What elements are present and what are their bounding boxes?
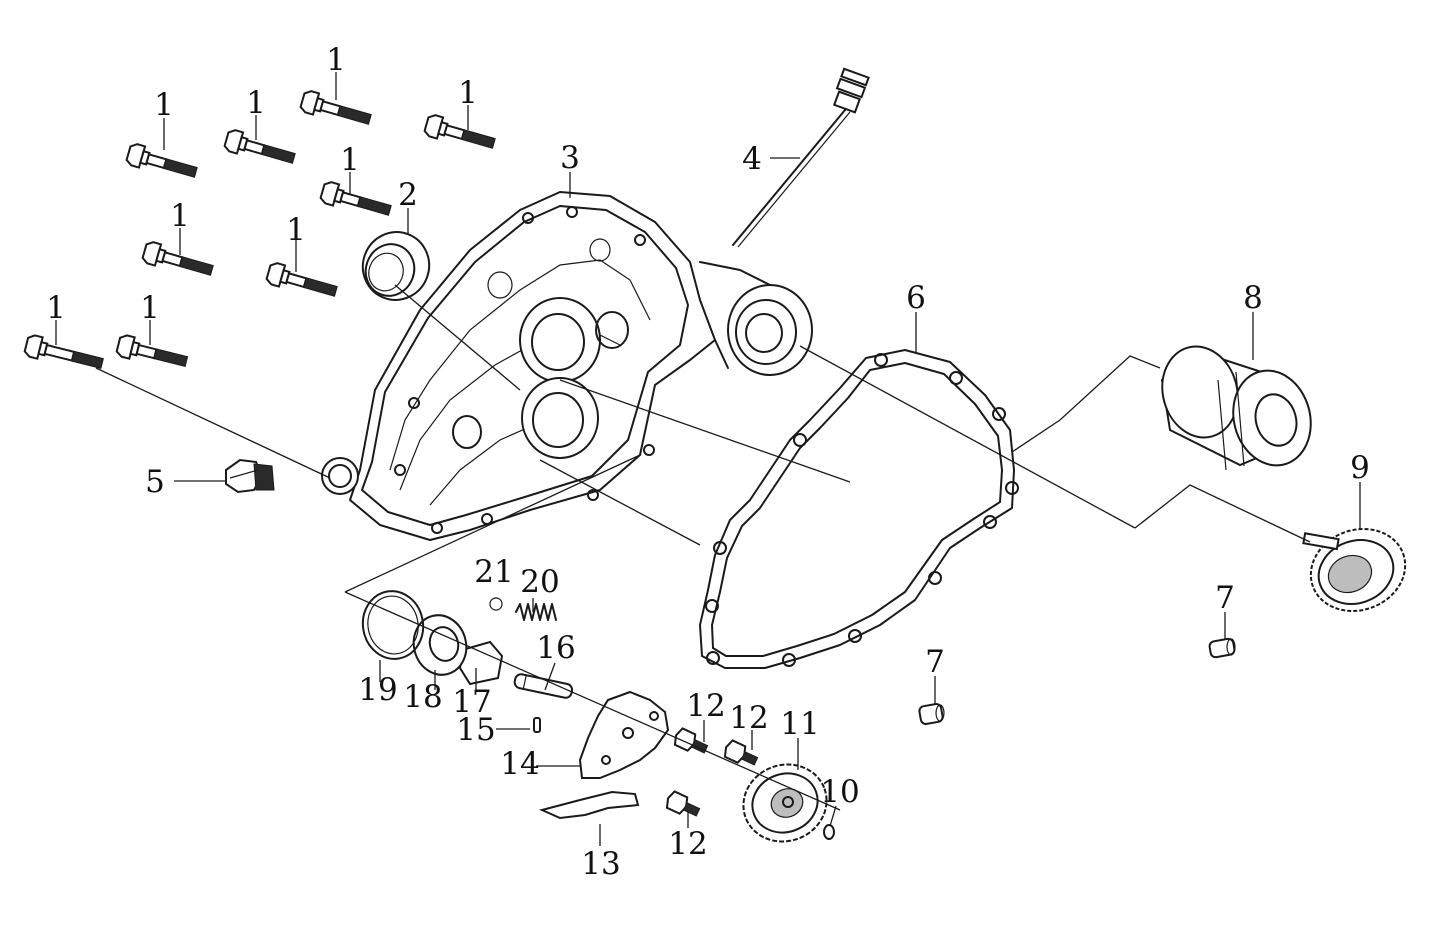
bolt <box>114 332 190 374</box>
bolt <box>222 127 298 171</box>
drain-plug <box>225 458 275 494</box>
callout-7: 7 <box>925 644 945 680</box>
plate-hole <box>601 755 611 765</box>
callout-10: 10 <box>820 774 859 810</box>
callout-2: 2 <box>398 177 418 213</box>
oil-pump-gear <box>742 763 828 843</box>
dowel-pin <box>1208 637 1236 659</box>
callout-17: 17 <box>452 684 491 720</box>
outer-rotor <box>412 614 468 676</box>
crankcase-cover <box>321 191 813 541</box>
bolt <box>140 239 216 283</box>
callout-20: 20 <box>520 564 559 600</box>
relief-spring <box>515 603 557 621</box>
callout-1: 1 <box>458 75 478 111</box>
pump-o-ring <box>361 590 425 660</box>
callout-8: 8 <box>1243 280 1263 316</box>
callout-1: 1 <box>46 290 66 326</box>
callout-21: 21 <box>474 554 513 590</box>
o-ring <box>823 824 835 840</box>
oil-filter <box>1160 345 1312 471</box>
oil-seal <box>361 231 431 301</box>
callout-1: 1 <box>340 142 360 178</box>
pin <box>533 717 541 733</box>
bolt-group <box>22 88 498 376</box>
callout-15: 15 <box>456 712 495 748</box>
cover-gasket <box>699 349 1019 669</box>
callout-12: 12 <box>668 826 707 862</box>
bolt <box>422 112 498 156</box>
callout-1: 1 <box>170 198 190 234</box>
callout-1: 1 <box>286 212 306 248</box>
callout-19: 19 <box>358 672 397 708</box>
bolt <box>264 260 340 304</box>
check-ball <box>489 597 503 611</box>
plate-hole <box>622 727 634 739</box>
dipstick <box>732 67 870 248</box>
callout-1: 1 <box>140 290 160 326</box>
callout-labels: 1 1 1 1 1 1 1 1 1 2 3 4 5 6 8 9 7 7 21 2… <box>46 42 1370 882</box>
bolt <box>318 179 394 223</box>
callout-11: 11 <box>780 706 819 742</box>
pump-shaft <box>513 673 574 699</box>
bolt <box>22 332 106 376</box>
callout-6: 6 <box>906 280 926 316</box>
callout-3: 3 <box>560 140 580 176</box>
callout-5: 5 <box>145 464 165 500</box>
callout-1: 1 <box>154 87 174 123</box>
bolt <box>124 141 200 185</box>
plate-hole <box>649 711 659 721</box>
assembly-lines <box>95 284 1311 811</box>
inner-rotor <box>458 640 504 686</box>
callout-7: 7 <box>1215 580 1235 616</box>
governor-gear <box>1302 527 1407 613</box>
flange-bolt <box>673 727 709 754</box>
callout-14: 14 <box>500 746 539 782</box>
callout-13: 13 <box>581 846 620 882</box>
callout-16: 16 <box>536 630 575 666</box>
callout-4: 4 <box>742 141 762 177</box>
oil-strainer <box>538 790 640 820</box>
flange-bolt <box>723 739 759 766</box>
flange-bolt <box>665 790 701 817</box>
callout-18: 18 <box>403 679 442 715</box>
callout-1: 1 <box>246 85 266 121</box>
callout-leaders <box>55 72 1361 846</box>
callout-1: 1 <box>326 42 346 78</box>
callout-12: 12 <box>729 700 768 736</box>
callout-12: 12 <box>686 688 725 724</box>
dowel-pin <box>918 703 945 725</box>
callout-9: 9 <box>1350 450 1370 486</box>
